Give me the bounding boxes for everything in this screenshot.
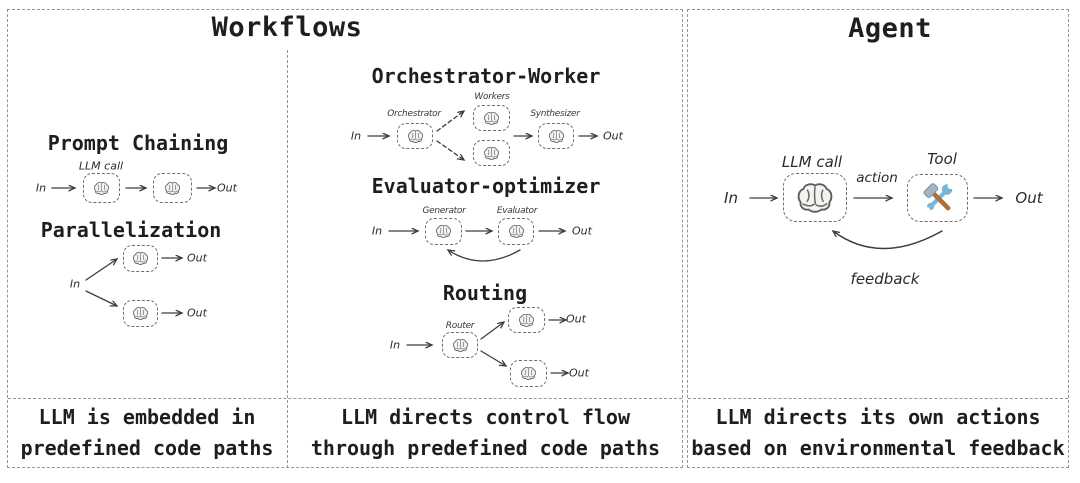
routing-dest-box-bottom (510, 360, 547, 387)
workflows-caption-middle: LLM directs control flow through predefi… (288, 398, 683, 468)
agent-title: Agent (848, 13, 932, 44)
agent-action-label: action (856, 170, 898, 186)
brain-icon (92, 181, 111, 196)
brain-icon (482, 146, 501, 161)
worker-box-top (473, 105, 510, 131)
brain-icon (547, 129, 566, 144)
workers-label: Workers (474, 92, 510, 102)
brain-icon (517, 313, 536, 328)
caption-line: LLM directs control flow (341, 405, 630, 429)
orchestrator-worker-in-label: In (350, 129, 362, 143)
orchestrator-box (397, 123, 433, 149)
evaluator-optimizer-out-label: Out (572, 224, 592, 238)
parallelization-out-bottom-label: Out (187, 306, 207, 320)
agent-llm-call-label: LLM call (781, 153, 843, 171)
caption-line: predefined code paths (20, 436, 274, 460)
evaluator-optimizer-title: Evaluator-optimizer (371, 174, 601, 198)
generator-label: Generator (422, 206, 466, 216)
agent-in-label: In (724, 189, 738, 207)
brain-icon (131, 251, 150, 266)
agent-caption: LLM directs its own actions based on env… (687, 398, 1069, 468)
routing-out-top-label: Out (566, 312, 586, 326)
prompt-chaining-llm-box-1 (83, 173, 120, 203)
prompt-chaining-title: Prompt Chaining (47, 131, 229, 155)
workflows-column-divider (287, 50, 288, 468)
brain-icon (482, 111, 501, 126)
workflows-caption-left: LLM is embedded in predefined code paths (7, 398, 287, 468)
generator-box (425, 218, 462, 245)
brain-icon (519, 366, 538, 381)
hammer-wrench-icon (921, 181, 955, 215)
prompt-chaining-in-label: In (35, 181, 47, 195)
brain-icon (163, 181, 182, 196)
agent-panel (687, 9, 1069, 468)
brain-icon (434, 224, 453, 239)
evaluator-label: Evaluator (496, 206, 538, 216)
routing-in-label: In (389, 338, 401, 352)
orchestrator-worker-out-label: Out (603, 129, 623, 143)
agent-tool-label: Tool (927, 150, 957, 168)
synthesizer-label: Synthesizer (530, 109, 580, 119)
routing-title: Routing (442, 281, 528, 305)
prompt-chaining-llm-box-2 (153, 173, 192, 203)
brain-icon (451, 338, 470, 353)
orchestrator-label: Orchestrator (387, 109, 441, 119)
routing-dest-box-top (508, 307, 545, 333)
brain-icon (793, 181, 837, 215)
worker-box-bottom (473, 140, 510, 166)
parallelization-llm-box-top (123, 245, 158, 272)
caption-line: LLM is embedded in (38, 405, 256, 429)
routing-out-bottom-label: Out (569, 366, 589, 380)
agent-out-label: Out (1015, 189, 1043, 207)
caption-line: based on environmental feedback (691, 436, 1065, 460)
agent-tool-box (907, 174, 968, 222)
agent-caption-divider (688, 398, 1068, 399)
parallelization-title: Parallelization (40, 218, 222, 242)
orchestrator-worker-title: Orchestrator-Worker (371, 64, 601, 88)
brain-icon (507, 224, 526, 239)
router-box (442, 332, 478, 358)
agent-feedback-label: feedback (850, 270, 920, 288)
workflows-caption-divider (8, 398, 682, 399)
workflows-panel (7, 9, 683, 468)
workflows-title: Workflows (211, 12, 363, 43)
synthesizer-box (538, 123, 574, 149)
parallelization-out-top-label: Out (187, 251, 207, 265)
parallelization-in-label: In (69, 277, 81, 291)
agent-llm-box (783, 173, 847, 222)
evaluator-optimizer-in-label: In (371, 224, 383, 238)
prompt-chaining-llm-call-label: LLM call (78, 159, 124, 173)
prompt-chaining-out-label: Out (217, 181, 237, 195)
brain-icon (131, 306, 150, 321)
brain-icon (406, 129, 425, 144)
parallelization-llm-box-bottom (123, 300, 158, 327)
router-label: Router (445, 321, 475, 331)
evaluator-box (498, 218, 534, 245)
caption-line: LLM directs its own actions (715, 405, 1041, 429)
caption-line: through predefined code paths (310, 436, 661, 460)
